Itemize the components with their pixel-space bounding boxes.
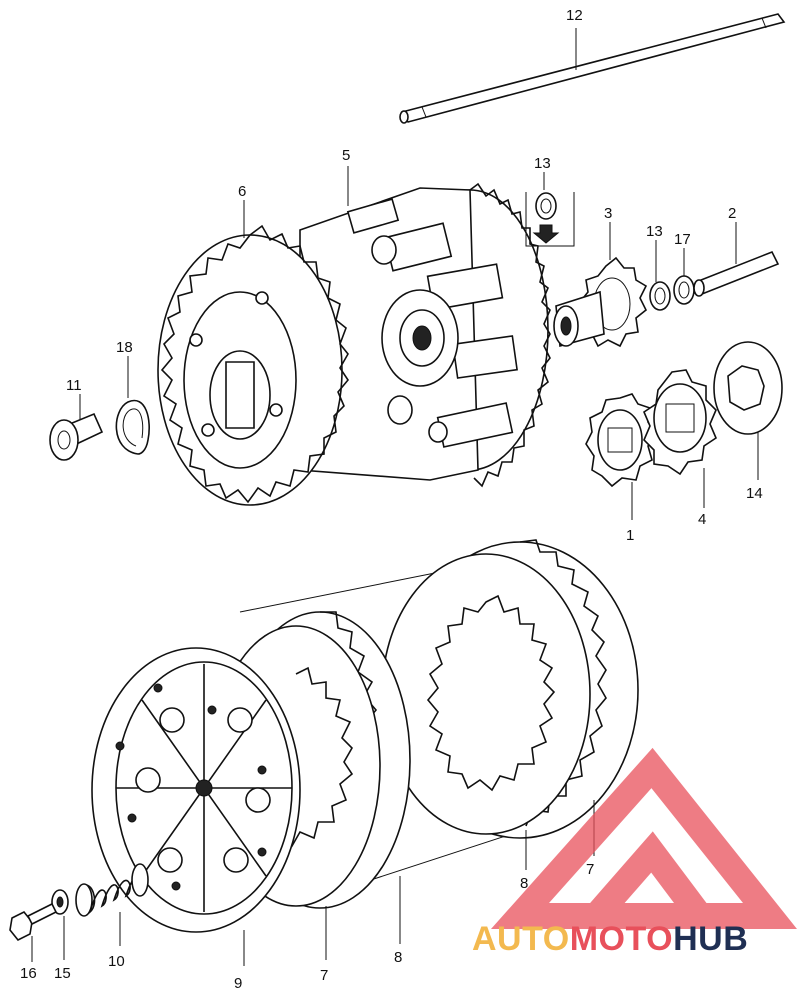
shaft-2 [693, 222, 780, 297]
logo-text-hub: HUB [673, 920, 748, 958]
bolt-16 [9, 902, 58, 962]
washer-13 [649, 240, 671, 311]
snap-ring-18 [115, 356, 150, 455]
callout-18: 18 [116, 339, 133, 356]
clutch-outer-5 [299, 182, 551, 488]
collar-11 [49, 394, 104, 461]
logo-text-auto: AUTO [472, 920, 570, 958]
gear-4 [643, 369, 717, 508]
thrust-washer-13-top [525, 172, 575, 247]
svg-text:AUTOMOTOHUB: AUTOMOTOHUB [472, 920, 748, 958]
watermark-logo: AUTOMOTOHUB [472, 747, 797, 958]
callout-1: 1 [626, 527, 634, 544]
oil-pump-gear-3 [553, 222, 648, 348]
gear-1 [585, 393, 657, 520]
triangle-logo-icon [490, 747, 797, 929]
callout-5: 5 [342, 147, 350, 164]
callout-9: 9 [234, 975, 242, 992]
pushrod-12 [399, 13, 786, 124]
callout-8: 8 [394, 949, 402, 966]
callout-16: 16 [20, 965, 37, 982]
clutch-center-6 [157, 166, 349, 506]
callout-4: 4 [698, 511, 706, 528]
callout-14: 14 [746, 485, 763, 502]
callout-labels: 12 5 13 6 3 13 17 2 18 11 14 4 1 7 8 16 … [20, 7, 763, 992]
callout-15: 15 [54, 965, 71, 982]
callout-6: 6 [238, 183, 246, 200]
callout-11: 11 [66, 377, 82, 394]
callout-7: 7 [320, 967, 328, 984]
lock-washer-17 [673, 248, 695, 305]
callout-17: 17 [674, 231, 691, 248]
callout-10: 10 [108, 953, 125, 970]
thrust-plate-14 [713, 341, 783, 480]
callout-3: 3 [604, 205, 612, 222]
callout-13: 13 [646, 223, 663, 240]
callout-8-right: 8 [520, 875, 528, 892]
spring-10 [75, 863, 149, 946]
logo-text-moto: MOTO [570, 920, 673, 958]
callout-12: 12 [566, 7, 583, 24]
callout-13-top: 13 [534, 155, 551, 172]
callout-2: 2 [728, 205, 736, 222]
clutch-pack [91, 539, 639, 966]
callout-7-right: 7 [586, 861, 594, 878]
washer-15 [51, 889, 69, 960]
